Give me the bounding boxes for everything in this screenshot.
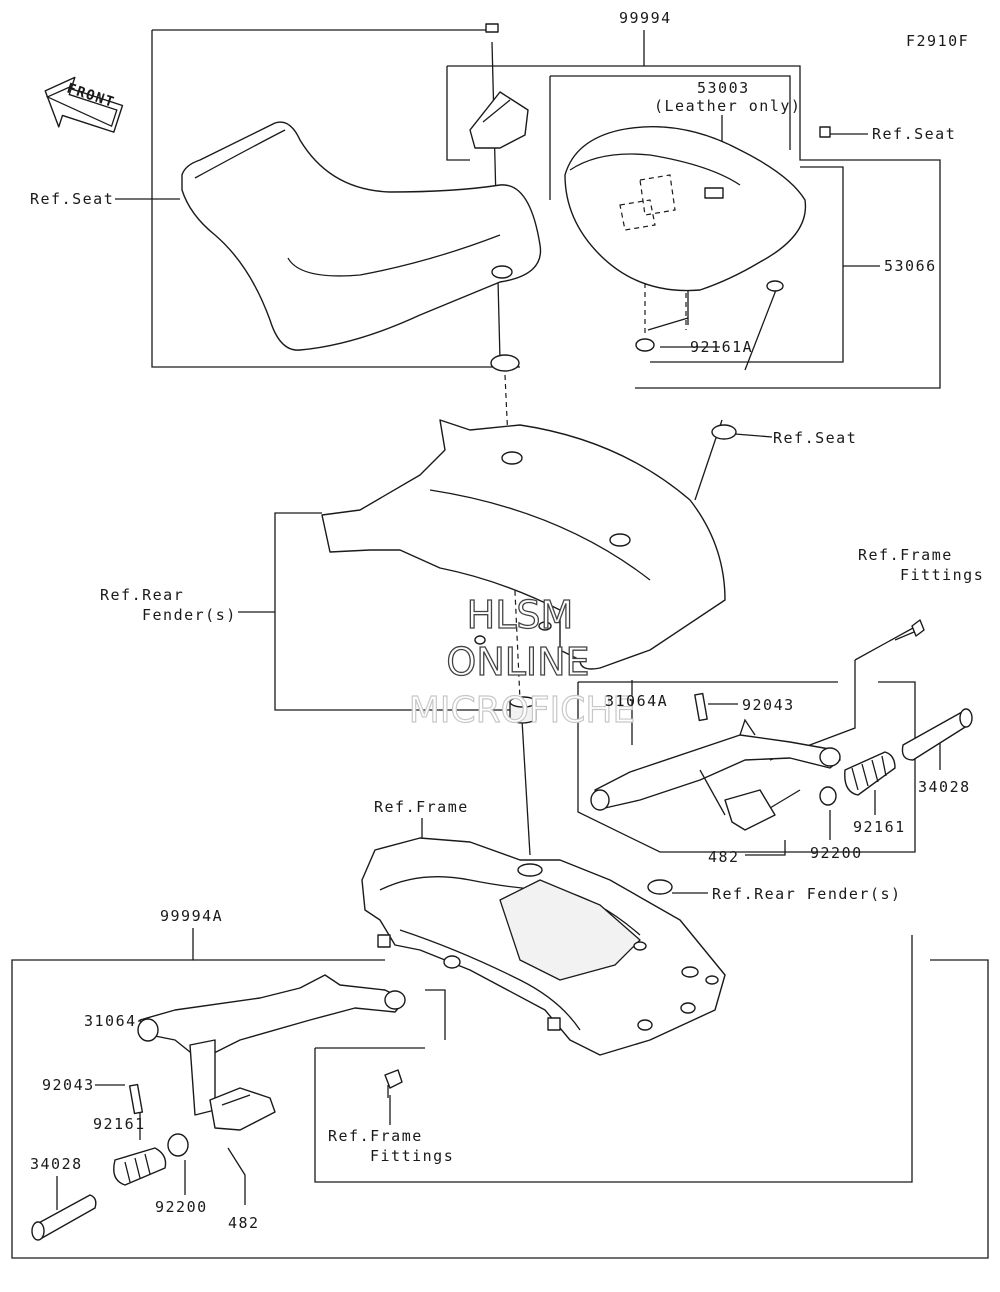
label-92161-right: 92161 [853, 818, 906, 836]
label-92161a: 92161A [690, 338, 753, 356]
rear-seat [564, 126, 831, 292]
watermark-line-3: MICROFICHE [409, 690, 635, 731]
washer-icon [490, 354, 520, 372]
label-ref-frame-fittings-1: Ref.Frame [858, 546, 953, 564]
label-53066: 53066 [884, 257, 937, 275]
watermark-line-1: HLSM [467, 593, 574, 637]
label-ref-rear-fender-right: Ref.Rear Fender(s) [712, 885, 902, 903]
label-92043-left: 92043 [42, 1076, 95, 1094]
label-53003-note: (Leather only) [654, 97, 801, 115]
label-ref-seat-top: Ref.Seat [872, 125, 956, 143]
label-ref-rear-fender-1: Ref.Rear [100, 586, 184, 604]
label-92200-left: 92200 [155, 1198, 208, 1216]
label-34028-left: 34028 [30, 1155, 83, 1173]
rear-fender [321, 419, 726, 670]
label-99994: 99994 [619, 9, 672, 27]
front-seat [181, 121, 542, 351]
damper-icon [509, 696, 537, 724]
figure-id: F2910F [906, 32, 969, 50]
label-92200-right: 92200 [810, 844, 863, 862]
label-92161-left: 92161 [93, 1115, 146, 1133]
label-99994a: 99994A [160, 907, 223, 925]
label-ref-seat-left: Ref.Seat [30, 190, 114, 208]
right-footpeg-assembly [590, 619, 973, 831]
label-ref-frame-fittings-2: Fittings [900, 566, 984, 584]
label-31064: 31064 [84, 1012, 137, 1030]
label-ref-frame-fittings-bot-2: Fittings [370, 1147, 454, 1165]
front-arrow-icon [44, 76, 124, 133]
grommet-icon [635, 338, 655, 352]
label-482-left: 482 [228, 1214, 260, 1232]
label-92043-right: 92043 [742, 696, 795, 714]
seat-bracket [469, 23, 529, 149]
watermark-line-2: ONLINE [446, 640, 589, 684]
label-53003: 53003 [697, 79, 750, 97]
label-482-right: 482 [708, 848, 740, 866]
label-34028-right: 34028 [918, 778, 971, 796]
frame [361, 837, 726, 1056]
label-31064a: 31064A [605, 692, 668, 710]
label-ref-frame: Ref.Frame [374, 798, 469, 816]
label-ref-rear-fender-2: Fender(s) [142, 606, 237, 624]
label-ref-frame-fittings-bot-1: Ref.Frame [328, 1127, 423, 1145]
part-labels: F2910F 99994 53003 (Leather only) Ref.Se… [30, 9, 984, 1232]
watermark: HLSM ONLINE MICROFICHE [408, 592, 636, 731]
washer-icon [711, 424, 737, 440]
label-ref-seat-mid: Ref.Seat [773, 429, 857, 447]
left-footpeg-assembly [31, 974, 406, 1241]
